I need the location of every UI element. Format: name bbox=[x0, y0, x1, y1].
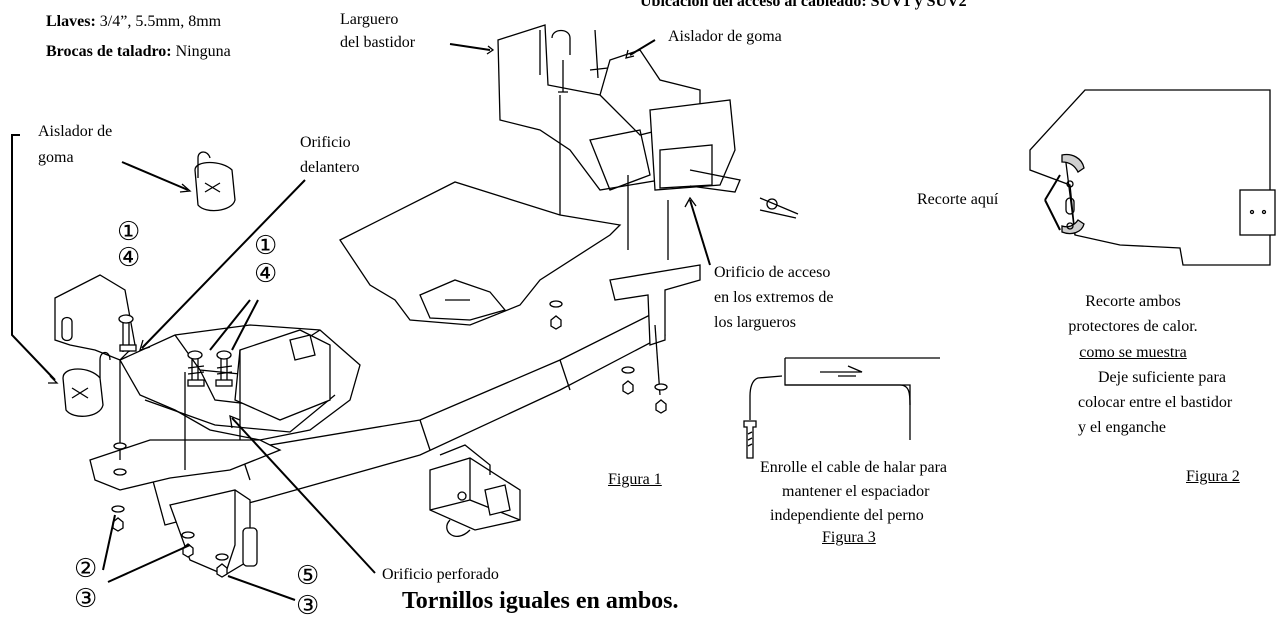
rubber-isolator-left-upper bbox=[194, 151, 236, 212]
hitch-crossbar bbox=[149, 264, 701, 537]
label-rubber-isolator-top: Aislador de goma bbox=[668, 28, 782, 45]
label-frame-rail-2: del bastidor bbox=[340, 34, 416, 51]
figure3-spacer-detail bbox=[743, 357, 940, 459]
label-access-hole-3: los largueros bbox=[714, 314, 796, 331]
callout-3-left: ③ bbox=[74, 584, 98, 614]
fig3-note-2: mantener el espaciador bbox=[782, 483, 930, 500]
callout-4-left: ④ bbox=[117, 243, 141, 273]
callout-4-right: ④ bbox=[254, 259, 278, 289]
fig2-note-6: y el enganche bbox=[1078, 419, 1166, 436]
frame-rail-bracket-top bbox=[497, 24, 799, 260]
label-front-hole-1: Orificio bbox=[300, 134, 351, 151]
callout-3-right: ③ bbox=[296, 591, 320, 621]
fig2-note-4: Deje suficiente para bbox=[1098, 369, 1226, 386]
rubber-isolator-left-lower bbox=[62, 351, 111, 417]
callout-5: ⑤ bbox=[296, 561, 320, 591]
fig2-note-2: protectores de calor. bbox=[1068, 318, 1198, 335]
drill-bits-label: Brocas de taladro: bbox=[46, 43, 172, 60]
drill-bits-line: Brocas de taladro: Ninguna bbox=[46, 42, 231, 61]
callout-1-left: ① bbox=[117, 217, 141, 247]
label-drilled-hole: Orificio perforado bbox=[382, 566, 499, 583]
label-rubber-isolator-left-1: Aislador de bbox=[38, 123, 113, 140]
label-cut-here: Recorte aquí bbox=[917, 191, 999, 208]
wrenches-label: Llaves: bbox=[46, 13, 96, 30]
fig3-note-3: independiente del perno bbox=[770, 507, 924, 524]
figure1-caption: Figura 1 bbox=[608, 471, 662, 488]
center-heat-shield-plate bbox=[339, 181, 622, 326]
callout-1-right: ① bbox=[254, 231, 278, 261]
callout-2: ② bbox=[74, 554, 98, 584]
left-bracket-assembly bbox=[54, 274, 361, 576]
label-frame-rail-1: Larguero bbox=[340, 11, 399, 28]
fig2-note-1: Recorte ambos bbox=[1085, 293, 1181, 310]
label-front-hole-2: delantero bbox=[300, 159, 360, 176]
wrenches-line: Llaves: 3/4”, 5.5mm, 8mm bbox=[46, 12, 221, 31]
figure3-caption: Figura 3 bbox=[822, 529, 876, 546]
label-rubber-isolator-left-2: goma bbox=[38, 149, 74, 166]
figure2-caption: Figura 2 bbox=[1186, 468, 1240, 485]
label-access-hole-2: en los extremos de bbox=[714, 289, 834, 306]
header-cutoff-line: Ubicación del acceso al cableado: SUV1 y… bbox=[640, 0, 967, 10]
wrenches-value: 3/4”, 5.5mm, 8mm bbox=[95, 13, 222, 30]
fig2-note-5: colocar entre el bastidor bbox=[1078, 394, 1233, 411]
nuts-washers-right bbox=[549, 300, 668, 414]
fig3-note-1: Enrolle el cable de halar para bbox=[760, 459, 947, 476]
fig2-note-3: como se muestra bbox=[1079, 344, 1187, 361]
drill-bits-value: Ninguna bbox=[171, 43, 231, 60]
figure2-heat-shield bbox=[1029, 89, 1276, 266]
footer-same-both: Tornillos iguales en ambos. bbox=[402, 588, 679, 614]
label-access-hole-1: Orificio de acceso bbox=[714, 264, 831, 281]
leader-lines-figure1 bbox=[11, 39, 711, 601]
carriage-bolts-left bbox=[118, 314, 233, 387]
